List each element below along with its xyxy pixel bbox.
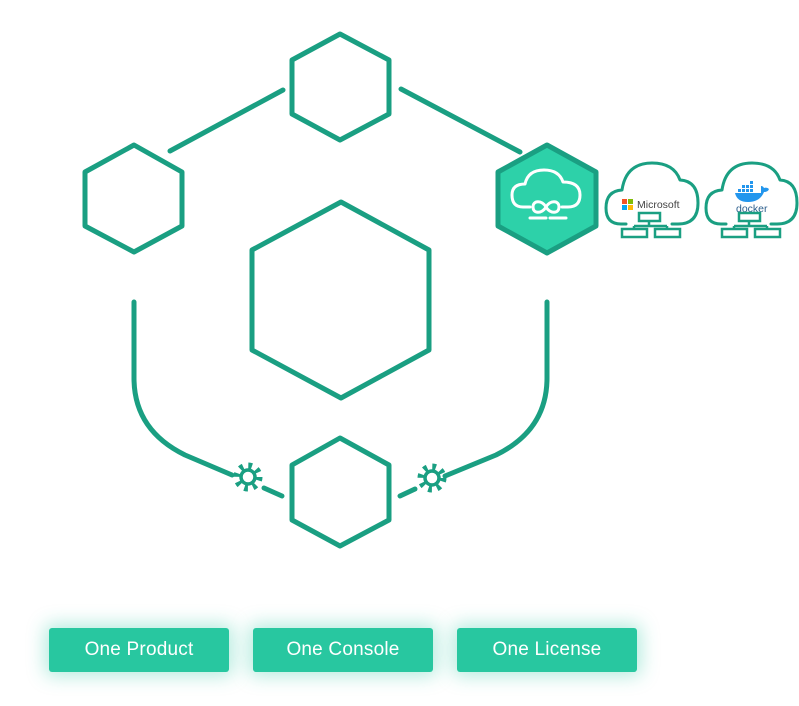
- one-license-button[interactable]: One License: [457, 628, 637, 672]
- connector-right-gear: [397, 486, 418, 499]
- microsoft-label: Microsoft: [637, 199, 680, 211]
- hexagon-top: [289, 31, 392, 143]
- one-console-button[interactable]: One Console: [253, 628, 433, 672]
- connector-right-bottom: [442, 299, 550, 479]
- connector-left-gear: [261, 485, 285, 499]
- microsoft-logo: [622, 199, 633, 210]
- connector-top-left: [167, 87, 286, 154]
- connector-top-right: [398, 86, 523, 155]
- connector-left-bottom: [131, 299, 235, 478]
- hexagon-center: [249, 199, 432, 401]
- cloud-hub-hexagon: [495, 142, 599, 256]
- docker-cloud: docker: [704, 161, 799, 239]
- cloud-infinity-icon: [510, 168, 582, 220]
- hexagon-left: [82, 142, 185, 255]
- one-product-button[interactable]: One Product: [49, 628, 229, 672]
- gear-icon-right: [417, 463, 447, 493]
- gear-icon-left: [233, 462, 263, 492]
- microsoft-cloud: Microsoft: [604, 161, 700, 239]
- docker-whale-logo: [735, 181, 769, 202]
- hexagon-bottom: [289, 435, 392, 549]
